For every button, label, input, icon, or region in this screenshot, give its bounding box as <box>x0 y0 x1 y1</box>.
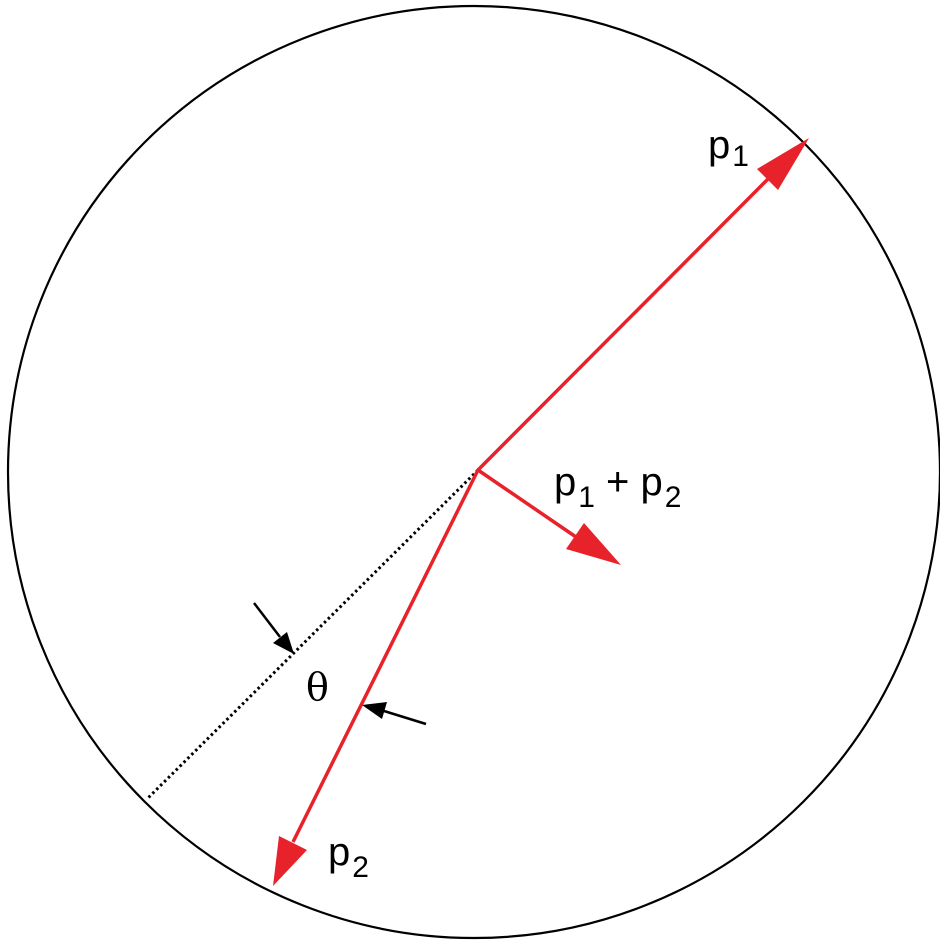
sum-vector <box>477 468 621 565</box>
p1-arrowhead <box>757 138 809 190</box>
sum-arrowhead <box>566 523 621 565</box>
p2-arrowhead <box>273 836 307 886</box>
boundary-circle <box>7 5 940 939</box>
sum-label: p1 + p2 <box>554 460 681 514</box>
p1-label: p1 <box>708 123 749 173</box>
theta-label: θ <box>306 665 329 709</box>
p2-vector <box>273 469 480 886</box>
p1-extension-dotted-line <box>145 468 480 801</box>
p1-vector <box>476 138 809 472</box>
angle-arrow-upper <box>253 602 294 654</box>
p2-label: p2 <box>328 830 369 884</box>
angle-arrow-lower <box>362 702 427 726</box>
